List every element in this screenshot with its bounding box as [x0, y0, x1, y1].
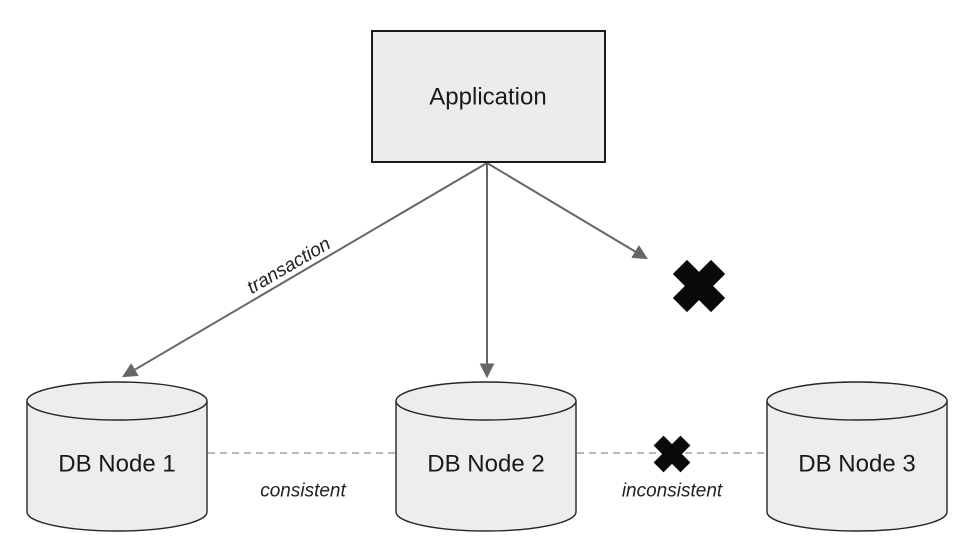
db-node-3-label: DB Node 3: [798, 451, 915, 478]
transaction-arrow-failed: [486, 162, 648, 260]
db-cylinder-body: [766, 401, 948, 532]
inconsistency-cross-icon: [653, 435, 691, 473]
db-cylinder-top: [395, 381, 577, 421]
db-node-2-label: DB Node 2: [427, 451, 544, 478]
consistent-label: consistent: [260, 481, 346, 502]
db-node-2: DB Node 2: [395, 381, 577, 532]
db-cylinder-body: [26, 401, 208, 532]
application-box: [371, 30, 606, 163]
db-node-3: DB Node 3: [766, 381, 948, 532]
application-label: Application: [429, 84, 546, 111]
db-cylinder-top: [766, 381, 948, 421]
failure-cross-icon: [672, 259, 726, 313]
db-node-1: DB Node 1: [26, 381, 208, 532]
transaction-label: transaction: [244, 233, 335, 298]
inconsistent-label: inconsistent: [622, 481, 723, 502]
db-node-1-label: DB Node 1: [58, 451, 175, 478]
application-node: Application: [371, 30, 606, 163]
db-cylinder-top: [26, 381, 208, 421]
db-cylinder-body: [395, 401, 577, 532]
transaction-arrow-to-db1: [122, 162, 488, 378]
